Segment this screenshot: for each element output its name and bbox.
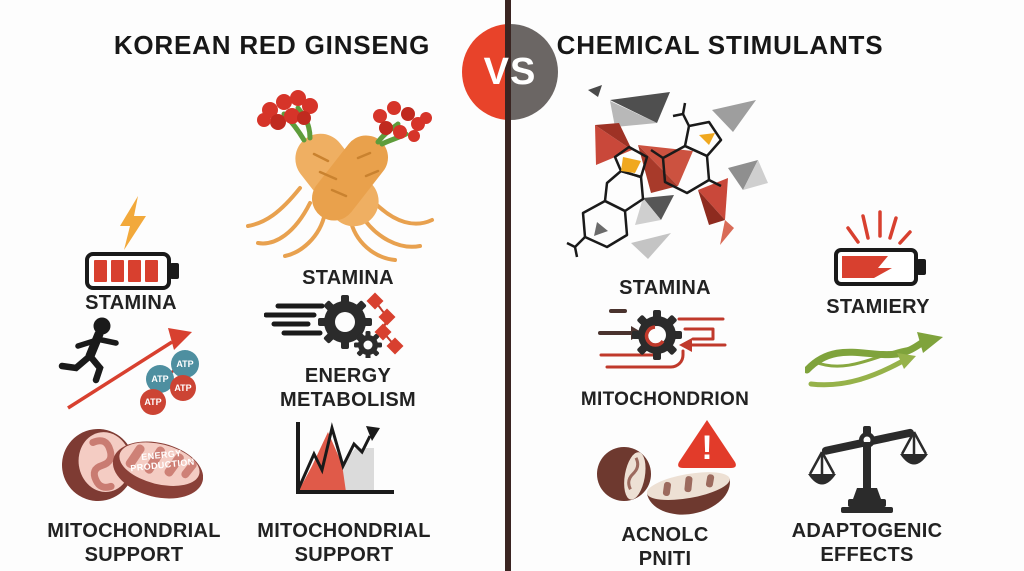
spark-battery-icon [830, 210, 930, 292]
rising-arrow-icon [67, 340, 173, 410]
adaptogenic-label: ADAPTOGENIC EFFECTS [791, 520, 943, 567]
damaged-mitochondria-icon: ! [592, 412, 747, 522]
mito-support-label-1: MITOCHONDRIAL SUPPORT [47, 520, 221, 567]
shattered-shapes-icon [563, 83, 775, 273]
molecule-icon-2 [566, 145, 649, 258]
vs-label: VS [483, 50, 537, 93]
stamina-label-right: STAMINA [619, 277, 711, 299]
ginseng-root-icon [240, 88, 440, 263]
center-divider [505, 0, 511, 571]
svg-text:ATP: ATP [151, 374, 168, 384]
green-swoosh-arrows-icon [805, 332, 945, 392]
mito-support-label-2: MITOCHONDRIAL SUPPORT [257, 520, 431, 567]
right-title: CHEMICAL STIMULANTS [556, 30, 884, 60]
mitochondria-icon [58, 420, 203, 510]
circuit-gear-icon [593, 305, 743, 377]
balance-scale-icon [806, 402, 932, 514]
warning-triangle-icon: ! [678, 420, 736, 468]
stamina-label-left: STAMINA [85, 292, 177, 314]
svg-text:!: ! [701, 429, 712, 467]
svg-text:ATP: ATP [176, 359, 193, 369]
runner-icon: ATP ATP ATP ATP [52, 316, 230, 422]
damaged-mito-label: ACNOLC PNITI [621, 524, 709, 571]
svg-text:ATP: ATP [174, 383, 191, 393]
atp-molecule-icon: ATP ATP ATP ATP [140, 350, 199, 415]
lightning-bolt-icon [112, 196, 154, 250]
growth-chart-icon [288, 418, 400, 502]
stamina-label-left2: STAMINA [302, 267, 394, 289]
molecule-icon [650, 102, 723, 195]
mitochondrion-label: MITOCHONDRION [580, 389, 750, 410]
svg-text:ATP: ATP [144, 397, 161, 407]
battery-level-icon [84, 250, 184, 292]
left-title: KOREAN RED GINSENG [113, 30, 431, 60]
energy-metabolism-label: ENERGY METABOLISM [280, 365, 416, 412]
stamiery-label: STAMIERY [826, 296, 930, 318]
speed-gears-icon [264, 292, 404, 358]
